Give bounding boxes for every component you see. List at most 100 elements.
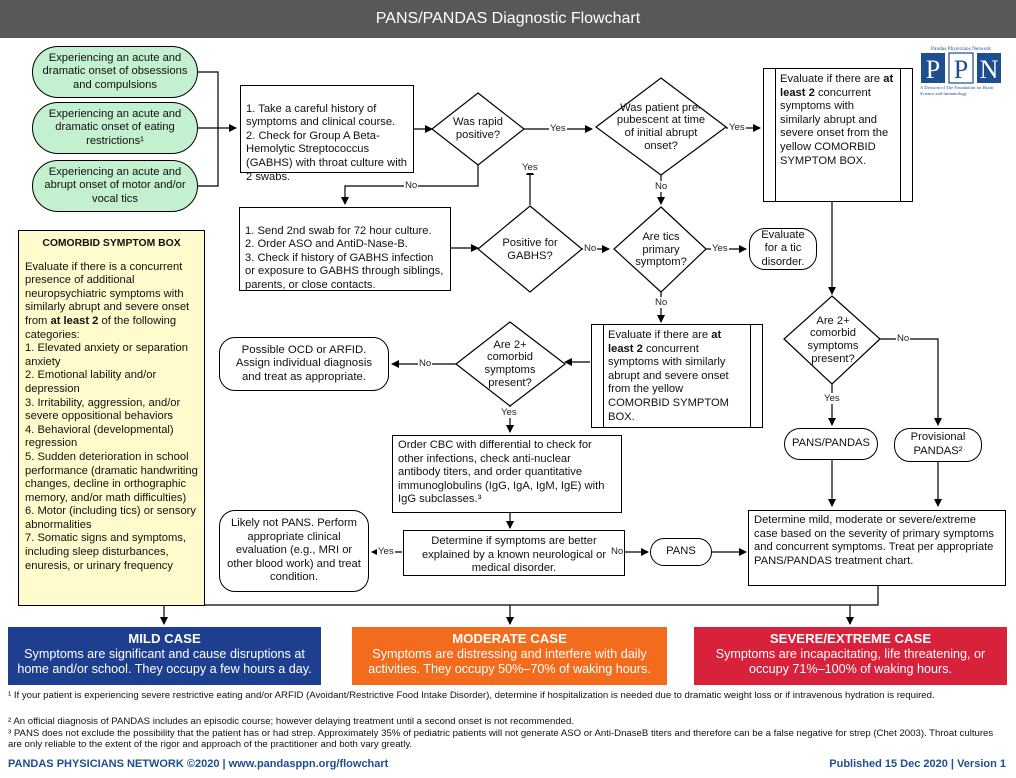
mild-case-box: MILD CASE Symptoms are significant and c… (8, 627, 321, 685)
evaluate-mid-text-pre: Evaluate if there are (608, 329, 712, 341)
comorbid-symptom-box: COMORBID SYMPTOM BOX Evaluate if there i… (18, 230, 205, 606)
ppn-logo-graphic: Pandas Physicians Network P P N (921, 46, 1001, 84)
not-pans-box: Likely not PANS. Perform appropriate cli… (219, 510, 369, 592)
mild-case-text: Symptoms are significant and cause disru… (17, 647, 312, 676)
history-box: 1. Take a careful history of symptoms an… (240, 85, 414, 183)
logo-letter-2: P (954, 55, 968, 84)
tic-disorder-text: Evaluate for a tic disorder. (761, 228, 805, 268)
history-text: 1. Take a careful history of symptoms an… (246, 102, 408, 183)
onset-eating-text: Experiencing an acute and dramatic onset… (48, 107, 182, 147)
label-rapid-no: No (404, 180, 419, 191)
severe-case-title: SEVERE/EXTREME CASE (769, 631, 932, 646)
comorbid-box-title: COMORBID SYMPTOM BOX (42, 238, 181, 249)
prepubescent-text: Was patient pre-pubescent at time of ini… (616, 101, 706, 152)
connector-severity-to-mild (160, 586, 879, 625)
cbc-box: Order CBC with differential to check for… (392, 435, 622, 513)
tics-primary-text: Are tics primary symptom? (635, 231, 687, 269)
better-explained-text: Determine if symptoms are better explain… (421, 535, 607, 575)
positive-gabhs-diamond (477, 205, 583, 293)
label-rapid-yes: Yes (549, 123, 567, 134)
comorbid-item-4: 4. Behavioral (developmental) regression (25, 423, 174, 450)
comorbid-intro-post: of the following categories: (25, 314, 177, 341)
comorbid-intro-bold: at least 2 (50, 314, 99, 327)
footer: PANDAS PHYSICIANS NETWORK ©2020 | www.pa… (8, 758, 1006, 770)
label-positive-yes: Yes (521, 162, 539, 173)
second-swab-text: 1. Send 2nd swab for 72 hour culture. 2.… (245, 224, 444, 291)
comorbid-right-label: Are 2+ comorbid symptoms present? (800, 314, 866, 366)
rapid-positive-label: Was rapid positive? (442, 108, 514, 150)
logo-letter-1: P (926, 55, 940, 84)
comorbid-item-2: 2. Emotional lability and/or depression (25, 369, 157, 395)
rapid-positive-text: Was rapid positive? (453, 116, 503, 141)
connector-comorbidright-no (880, 338, 942, 426)
rapid-positive-diamond (431, 92, 525, 166)
label-prepubescent-no: No (654, 181, 669, 192)
tics-primary-diamond (613, 206, 707, 293)
positive-gabhs-text: Positive for GABHS? (502, 237, 558, 262)
label-comorbidmid-no: No (418, 358, 433, 369)
comorbid-mid-text: Are 2+ comorbid symptoms present? (484, 338, 536, 389)
provisional-pandas-box: Provisional PANDAS² (894, 428, 982, 462)
severe-case-text: Symptoms are incapacitating, life threat… (715, 647, 986, 676)
better-explained-box: Determine if symptoms are better explain… (403, 530, 625, 576)
footnote-3: ³ PANS does not exclude the possibility … (8, 728, 994, 751)
onset-ocd-box: Experiencing an acute and dramatic onset… (32, 46, 198, 98)
title-bar: PANS/PANDAS Diagnostic Flowchart (0, 0, 1016, 38)
pans-box: PANS (650, 538, 712, 566)
ppn-logo: Pandas Physicians Network P P N A Divisi… (918, 44, 1004, 102)
logo-tile-3 (977, 53, 1001, 83)
comorbid-item-7: 7. Somatic signs and symptoms, including… (25, 532, 187, 572)
tic-disorder-box: Evaluate for a tic disorder. (749, 228, 817, 270)
ocd-arfid-text: Possible OCD or ARFID. Assign individual… (235, 343, 373, 383)
moderate-case-text: Symptoms are distressing and interfere w… (368, 647, 651, 676)
comorbid-item-6: 6. Motor (including tics) or sensory abn… (25, 505, 196, 531)
comorbid-item-5: 5. Sudden deterioration in school perfor… (25, 450, 198, 504)
evaluate-mid-box: Evaluate if there are at least 2 concurr… (591, 324, 763, 428)
connector-onset-bracket (198, 71, 219, 187)
evaluate-mid-text-bold: at least 2 (608, 329, 722, 355)
tics-primary-label: Are tics primary symptom? (626, 226, 696, 274)
ocd-arfid-box: Possible OCD or ARFID. Assign individual… (219, 337, 389, 391)
comorbid-right-diamond (783, 295, 881, 385)
severity-text: Determine mild, moderate or severe/extre… (754, 514, 995, 567)
page-title: PANS/PANDAS Diagnostic Flowchart (375, 10, 641, 27)
label-tics-no: No (654, 297, 669, 308)
evaluate-top-text-post: concurrent symptoms with similarly abrup… (780, 86, 889, 167)
label-comorbidmid-yes: Yes (500, 407, 518, 418)
label-comorbidright-yes: Yes (823, 393, 841, 404)
pans-text: PANS (666, 545, 696, 558)
severity-box: Determine mild, moderate or severe/extre… (748, 510, 1006, 586)
comorbid-mid-label: Are 2+ comorbid symptoms present? (476, 338, 544, 390)
label-positive-no: No (583, 243, 598, 254)
footnote-1: ¹ If your patient is experiencing severe… (8, 690, 935, 701)
not-pans-text: Likely not PANS. Perform appropriate cli… (227, 517, 361, 584)
severe-case-box: SEVERE/EXTREME CASE Symptoms are incapac… (694, 627, 1007, 685)
moderate-case-title: MODERATE CASE (452, 631, 567, 646)
footer-left: PANDAS PHYSICIANS NETWORK ©2020 | www.pa… (8, 758, 389, 770)
logo-tagline: A Division of The Foundation for Brain S… (920, 85, 994, 96)
onset-tics-text: Experiencing an acute and abrupt onset o… (44, 165, 186, 205)
comorbid-box-intro: Evaluate if there is a concurrent presen… (25, 261, 198, 343)
pans-pandas-box: PANS/PANDAS (784, 428, 878, 460)
onset-tics-box: Experiencing an acute and abrupt onset o… (32, 160, 198, 212)
evaluate-top-text-bold: at least 2 (780, 73, 894, 99)
provisional-pandas-text: Provisional PANDAS² (910, 431, 966, 457)
comorbid-item-3: 3. Irritability, aggression, and/or seve… (25, 396, 181, 423)
label-better-yes: Yes (377, 546, 395, 557)
logo-tile-1 (921, 53, 945, 83)
label-better-no: No (610, 546, 625, 557)
logo-letter-3: N (980, 55, 999, 84)
cbc-text: Order CBC with differential to check for… (398, 439, 605, 506)
logo-org: Pandas Physicians Network (931, 46, 991, 52)
mild-case-title: MILD CASE (128, 631, 201, 646)
onset-ocd-text: Experiencing an acute and dramatic onset… (42, 51, 188, 91)
comorbid-mid-diamond (455, 321, 566, 407)
evaluate-top-text-pre: Evaluate if there are (780, 73, 884, 85)
moderate-case-box: MODERATE CASE Symptoms are distressing a… (352, 627, 667, 685)
label-prepubescent-yes: Yes (728, 122, 746, 133)
logo-tile-2 (948, 52, 974, 84)
prepubescent-label: Was patient pre-pubescent at time of ini… (612, 100, 710, 154)
second-swab-box: 1. Send 2nd swab for 72 hour culture. 2.… (239, 207, 451, 291)
onset-eating-box: Experiencing an acute and dramatic onset… (32, 102, 198, 154)
label-comorbidright-no: No (896, 333, 911, 344)
